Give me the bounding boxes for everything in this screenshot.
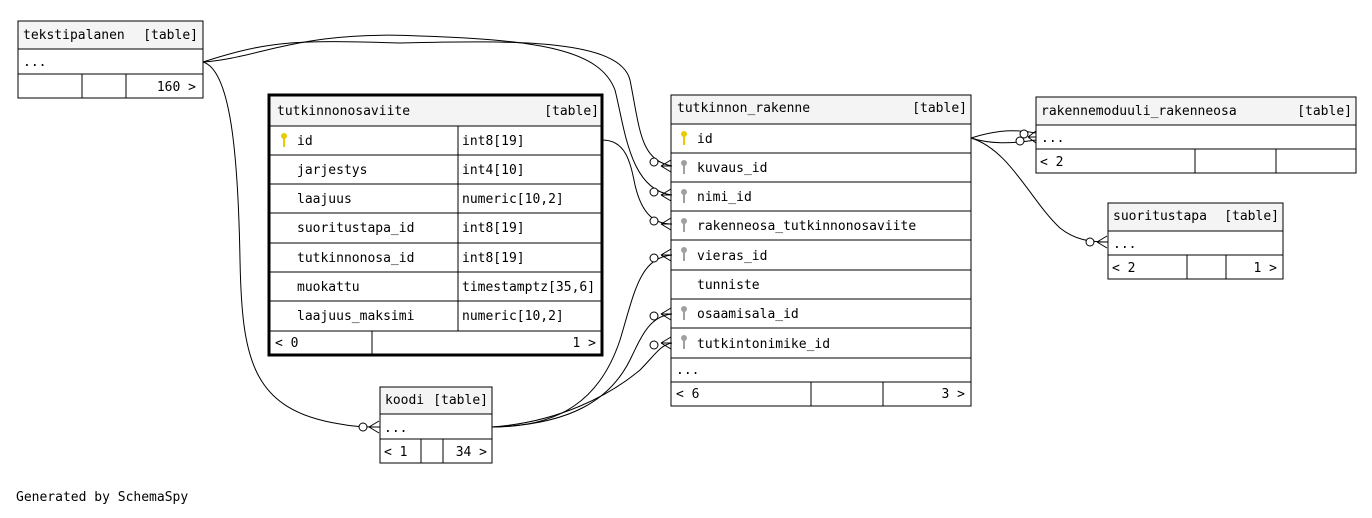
edge-tekstipalanen-nimi [202,34,673,196]
column-name: laajuus [297,192,352,207]
foreign-key-icon [681,160,687,174]
column-name: id [697,132,713,147]
edge-koodi-osaamisala [491,313,673,428]
column-name: tunniste [697,278,760,293]
table-rakennemoduuli_rakenneosa[interactable]: rakennemoduuli_rakenneosa [table] ... < … [1035,96,1357,174]
primary-key-icon [681,131,687,145]
crowfoot-marker [660,188,672,202]
column-name: kuvaus_id [697,161,767,176]
crowfoot-marker [1027,130,1037,144]
table-name: koodi [385,393,424,408]
foreign-key-icon [681,218,687,232]
ellipsis-row: ... [1041,131,1064,146]
edge-zero-marker [649,216,659,226]
edge-zero-marker [649,311,659,321]
table-tutkinnon_rakenne[interactable]: tutkinnon_rakenne [table] id kuvaus_id n… [670,94,972,407]
ellipsis-row: ... [384,421,407,436]
foreign-key-icon [681,189,687,203]
edge-tutkinnonosaviite-rakenneosa [601,139,673,225]
table-tekstipalanen[interactable]: tekstipalanen [table] ... 160 > [17,20,204,99]
crowfoot-marker [660,217,672,231]
table-koodi[interactable]: koodi [table] ... < 1 34 > [379,386,493,464]
foreign-key-icon [681,306,687,320]
edge-zero-marker [1015,136,1025,146]
column-name: tutkintonimike_id [697,337,830,352]
footer-parents[interactable]: < 6 [676,387,699,402]
crowfoot-marker [368,420,380,434]
footer-children[interactable]: 34 > [456,445,487,460]
edge-rakenne-rakenneosa-1 [970,130,1037,139]
edge-tekstipalanen-koodi [202,61,381,428]
crowfoot-marker [660,159,672,173]
table-tutkinnonosaviite[interactable]: tutkinnonosaviite [table] id int8[19] ja… [267,93,604,357]
edge-rakenne-suoritustapa [970,137,1109,243]
footer-children[interactable]: 160 > [157,80,196,95]
edge-tekstipalanen-kuvaus [202,41,673,167]
foreign-key-icon [681,247,687,261]
edge-zero-marker [649,340,659,350]
table-tag: [table] [912,101,967,116]
column-type: numeric[10,2] [462,192,564,207]
ellipsis-row: ... [23,55,46,70]
column-name: laajuus_maksimi [297,309,414,324]
table-tag: [table] [1297,104,1352,119]
column-name: suoritustapa_id [297,221,414,236]
table-tag: [table] [143,28,198,43]
column-name: nimi_id [697,190,752,205]
table-name: rakennemoduuli_rakenneosa [1041,104,1237,119]
crowfoot-marker [660,248,672,262]
crowfoot-marker [660,307,672,321]
column-type: int8[19] [462,251,525,266]
column-name: jarjestys [297,163,367,178]
edge-koodi-vieras [491,254,673,428]
edge-zero-marker [1085,237,1095,247]
edge-zero-marker [1019,129,1029,139]
table-name: tekstipalanen [23,28,125,43]
column-name: osaamisala_id [697,307,799,322]
primary-key-icon [281,133,287,147]
edge-zero-marker [649,253,659,263]
footer-children[interactable]: 1 > [573,336,597,351]
footer-children[interactable]: 1 > [1254,261,1278,276]
footer-parents[interactable]: < 2 [1112,261,1135,276]
ellipsis-row: ... [676,363,699,378]
column-type: int8[19] [462,221,525,236]
column-type: numeric[10,2] [462,309,564,324]
column-name: muokattu [297,280,360,295]
table-tag: [table] [544,104,599,119]
column-rows [269,154,602,332]
table-suoritustapa[interactable]: suoritustapa [table] ... < 2 1 > [1107,202,1284,280]
column-type: int8[19] [462,134,525,149]
footer-parents[interactable]: < 2 [1040,155,1063,170]
table-tag: [table] [433,393,488,408]
column-name: tutkinnonosa_id [297,251,414,266]
table-name: tutkinnonosaviite [277,104,410,119]
generated-by-footer: Generated by SchemaSpy [16,490,189,505]
column-type: timestamptz[35,6] [462,280,595,295]
table-name: tutkinnon_rakenne [677,101,810,116]
column-type: int4[10] [462,163,525,178]
table-tag: [table] [1224,209,1279,224]
table-name: suoritustapa [1113,209,1207,224]
column-name: rakenneosa_tutkinnonosaviite [697,219,916,234]
edge-zero-marker [649,187,659,197]
column-name: id [297,134,313,149]
footer-children[interactable]: 3 > [942,387,966,402]
ellipsis-row: ... [1113,237,1136,252]
column-name: vieras_id [697,249,767,264]
footer-parents[interactable]: < 0 [275,336,298,351]
crowfoot-marker [660,336,672,350]
edge-zero-marker [649,157,659,167]
footer-parents[interactable]: < 1 [384,445,407,460]
edge-zero-marker [358,422,368,432]
edge-koodi-tutkintonimike [491,342,673,428]
crowfoot-marker [1096,235,1108,249]
foreign-key-icon [681,335,687,349]
relationship-edges [202,34,1109,434]
